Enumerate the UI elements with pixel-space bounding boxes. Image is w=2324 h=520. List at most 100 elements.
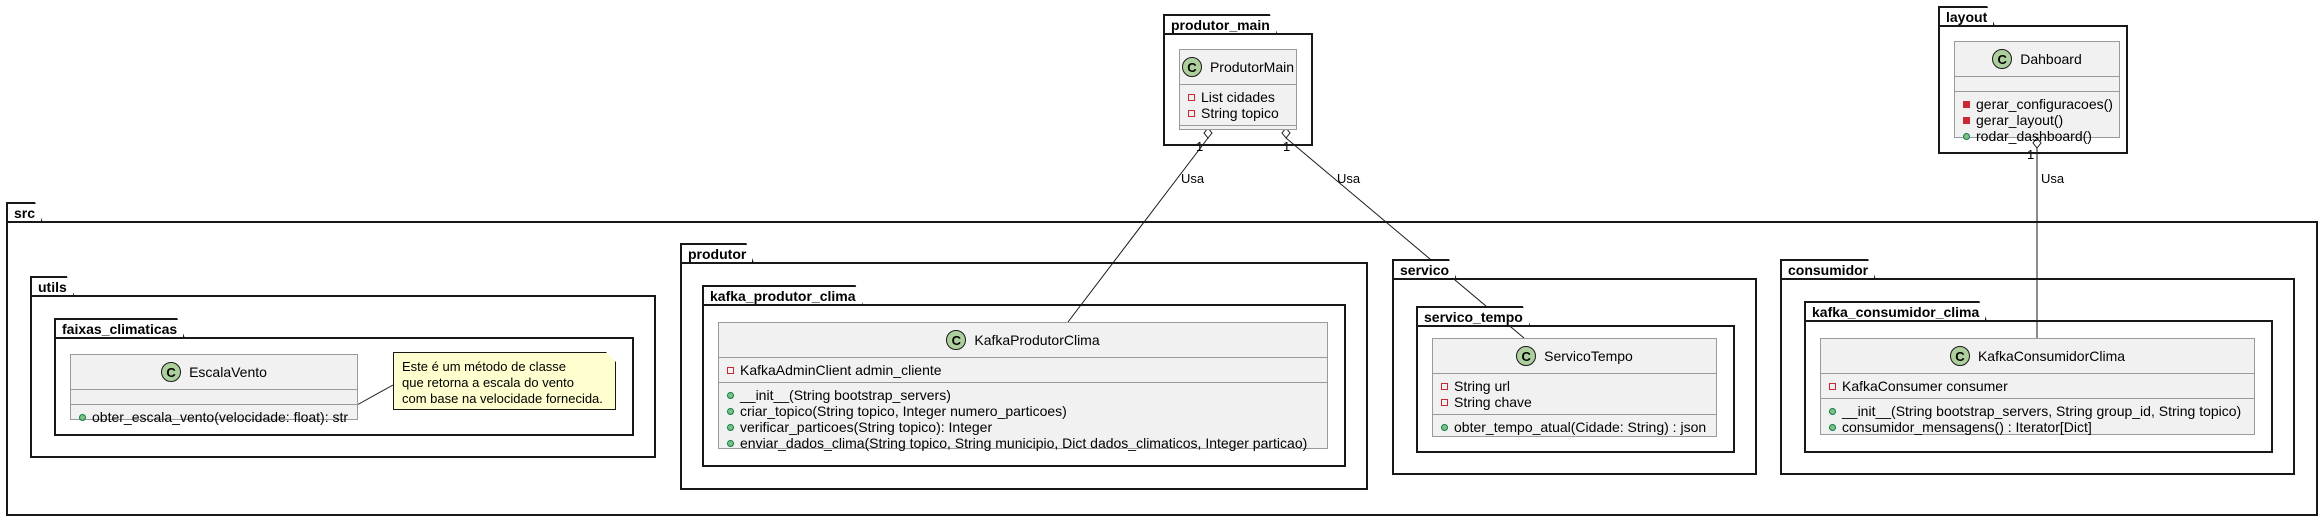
class-name: KafkaConsumidorClima — [1977, 348, 2126, 364]
relation-label-1: Usa — [1181, 171, 1205, 186]
multiplicity-label-1: 1 — [1196, 139, 1204, 154]
methods-section: gerar_configuracoes() gerar_layout() rod… — [1955, 92, 2119, 148]
methods-section: obter_escala_vento(velocidade: float): s… — [71, 405, 357, 429]
package-layout — [1938, 25, 2128, 154]
attributes-section: KafkaConsumer consumer — [1821, 374, 2254, 399]
aggregation-diamond-2 — [1281, 127, 1291, 139]
method-row: gerar_layout() — [1963, 112, 2111, 128]
package-kafka-produtor-clima — [702, 304, 1346, 467]
class-servico-tempo: C ServicoTempo String url String chave o… — [1432, 338, 1717, 437]
class-name: ProdutorMain — [1209, 59, 1295, 75]
public-visibility-icon — [1829, 407, 1836, 415]
public-visibility-icon — [727, 391, 734, 399]
class-name: ServicoTempo — [1544, 348, 1633, 364]
package-kafka-consumidor-clima — [1804, 320, 2273, 453]
class-name: KafkaProdutorClima — [974, 332, 1100, 348]
method-row: obter_escala_vento(velocidade: float): s… — [79, 409, 349, 425]
attributes-section: KafkaAdminClient admin_cliente — [719, 358, 1327, 383]
attributes-section: String url String chave — [1433, 374, 1716, 415]
methods-section: __init__(String bootstrap_servers) criar… — [719, 383, 1327, 455]
attributes-section — [1955, 77, 2119, 92]
private-visibility-icon — [727, 366, 734, 374]
multiplicity-label-3: 1 — [2027, 147, 2035, 162]
note-line: que retorna a escala do vento — [402, 375, 575, 390]
attribute-row: KafkaConsumer consumer — [1829, 378, 2246, 394]
package-servico — [1392, 278, 1757, 475]
class-name: EscalaVento — [189, 364, 267, 380]
class-c-icon: C — [1992, 49, 2013, 69]
relation-label-2: Usa — [1337, 171, 1361, 186]
package-src — [6, 221, 2318, 516]
note-line: com base na velocidade fornecida. — [402, 391, 603, 406]
class-escala-vento: C EscalaVento obter_escala_vento(velocid… — [70, 354, 358, 425]
private-visibility-icon — [1963, 100, 1970, 108]
method-row: __init__(String bootstrap_servers, Strin… — [1829, 403, 2246, 419]
package-tab-src: src — [6, 202, 43, 223]
note-connector — [356, 384, 394, 406]
public-visibility-icon — [1963, 132, 1970, 140]
method-row: verificar_particoes(String topico): Inte… — [727, 419, 1319, 435]
attributes-section — [71, 390, 357, 405]
package-produtor — [680, 262, 1368, 490]
class-c-icon: C — [946, 330, 967, 350]
package-tab-produtor: produtor — [680, 243, 754, 264]
method-row: criar_topico(String topico, Integer nume… — [727, 403, 1319, 419]
attribute-row: List cidades — [1188, 89, 1288, 105]
multiplicity-label-2: 1 — [1283, 139, 1291, 154]
package-tab-produtor-main: produtor_main — [1163, 14, 1278, 35]
class-note: Este é um método de classe que retorna a… — [393, 352, 616, 410]
method-row: consumidor_mensagens() : Iterator[Dict] — [1829, 419, 2246, 435]
package-tab-consumidor: consumidor — [1780, 259, 1876, 280]
aggregation-diamond-3 — [2032, 137, 2042, 149]
public-visibility-icon — [727, 423, 734, 431]
private-visibility-icon — [1829, 382, 1836, 390]
package-utils — [30, 295, 656, 458]
class-kafka-consumidor-clima: C KafkaConsumidorClima KafkaConsumer con… — [1820, 338, 2255, 435]
attribute-row: KafkaAdminClient admin_cliente — [727, 362, 1319, 378]
private-visibility-icon — [1188, 93, 1195, 101]
note-line: Este é um método de classe — [402, 359, 567, 374]
package-faixas-climaticas — [54, 337, 634, 436]
package-tab-layout: layout — [1938, 6, 1995, 27]
relation-line-produtor-main-to-servico-tempo — [1285, 137, 1525, 339]
attributes-section: List cidades String topico — [1180, 85, 1296, 126]
method-row: rodar_dashboard() — [1963, 128, 2111, 144]
public-visibility-icon — [1441, 423, 1448, 431]
class-c-icon: C — [1949, 346, 1970, 366]
class-dashboard: C Dahboard gerar_configuracoes() gerar_l… — [1954, 41, 2120, 144]
attribute-row: String topico — [1188, 105, 1288, 121]
class-produtor-main: C ProdutorMain List cidades String topic… — [1179, 49, 1297, 130]
package-tab-kafka-consumidor-clima: kafka_consumidor_clima — [1804, 301, 1987, 322]
aggregation-diamond-1 — [1203, 127, 1213, 139]
public-visibility-icon — [727, 439, 734, 447]
class-kafka-produtor-clima: C KafkaProdutorClima KafkaAdminClient ad… — [718, 322, 1328, 451]
relation-label-3: Usa — [2041, 171, 2065, 186]
private-visibility-icon — [1188, 109, 1195, 117]
class-c-icon: C — [1516, 346, 1537, 366]
package-tab-utils: utils — [30, 276, 75, 297]
method-row: obter_tempo_atual(Cidade: String) : json — [1441, 419, 1708, 435]
method-row: gerar_configuracoes() — [1963, 96, 2113, 112]
class-c-icon: C — [1181, 57, 1202, 77]
package-consumidor — [1780, 278, 2295, 475]
private-visibility-icon — [1441, 382, 1448, 390]
package-tab-kafka-produtor-clima: kafka_produtor_clima — [702, 285, 864, 306]
private-visibility-icon — [1963, 116, 1970, 124]
methods-section — [1180, 126, 1296, 140]
public-visibility-icon — [79, 413, 86, 421]
public-visibility-icon — [727, 407, 734, 415]
package-tab-servico-tempo: servico_tempo — [1416, 306, 1531, 327]
package-tab-faixas-climaticas: faixas_climaticas — [54, 318, 185, 339]
relation-line-produtor-main-to-kafka-produtor-clima — [1067, 137, 1209, 323]
public-visibility-icon — [1829, 423, 1836, 431]
package-servico-tempo — [1416, 325, 1735, 453]
private-visibility-icon — [1441, 398, 1448, 406]
package-produtor-main — [1163, 33, 1313, 146]
package-tab-servico: servico — [1392, 259, 1457, 280]
class-name: Dahboard — [2020, 51, 2082, 67]
attribute-row: String url — [1441, 378, 1708, 394]
method-row: __init__(String bootstrap_servers) — [727, 387, 1319, 403]
methods-section: __init__(String bootstrap_servers, Strin… — [1821, 399, 2254, 439]
